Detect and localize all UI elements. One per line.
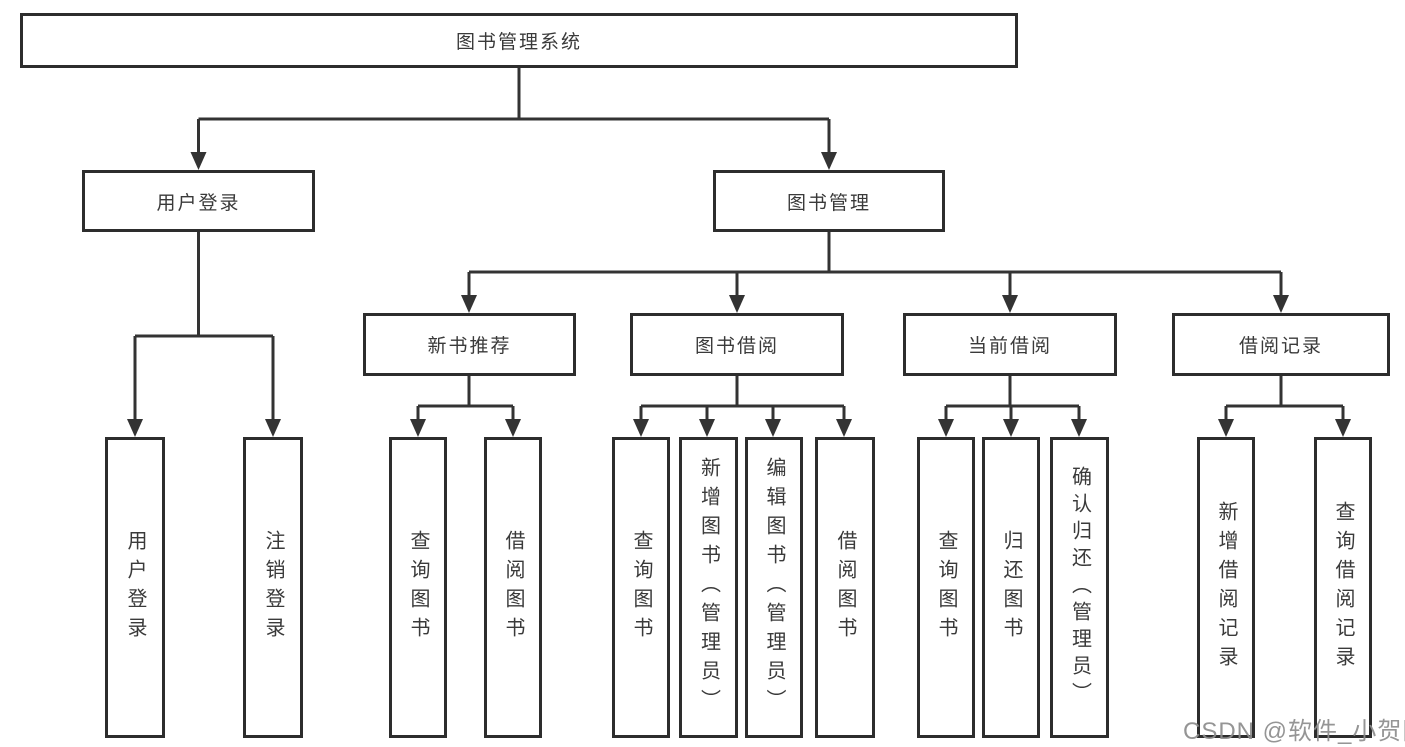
leaf-label: 注销登录 [262, 529, 284, 646]
node-book-borrowing: 图书借阅 [630, 313, 844, 376]
leaf-query-books-3: 查询图书 [917, 437, 975, 738]
leaf-label: 查询图书 [407, 529, 429, 646]
leaf-label: 用户登录 [124, 529, 146, 646]
node-book-management: 图书管理 [713, 170, 945, 232]
leaf-label: 归还图书 [1000, 529, 1022, 646]
leaf-return-books: 归还图书 [982, 437, 1040, 738]
leaf-label: 确认归还（管理员） [1068, 466, 1091, 709]
node-borrowing-records: 借阅记录 [1172, 313, 1390, 376]
leaf-add-book-admin: 新增图书（管理员） [679, 437, 738, 738]
leaf-user-login: 用户登录 [105, 437, 165, 738]
csdn-watermark: CSDN @软件_小贺同学 [1183, 718, 1405, 745]
leaf-query-borrow-record: 查询借阅记录 [1314, 437, 1372, 738]
leaf-edit-book-admin: 编辑图书（管理员） [745, 437, 803, 738]
leaf-label: 查询图书 [935, 529, 957, 646]
leaf-label: 借阅图书 [834, 529, 856, 646]
leaf-label: 新增借阅记录 [1215, 500, 1237, 675]
node-current-borrowing: 当前借阅 [903, 313, 1117, 376]
leaf-logout: 注销登录 [243, 437, 303, 738]
leaf-borrow-books-2: 借阅图书 [815, 437, 875, 738]
leaf-label: 查询图书 [630, 529, 652, 646]
node-new-book-recommendation: 新书推荐 [363, 313, 576, 376]
leaf-confirm-return-admin: 确认归还（管理员） [1050, 437, 1109, 738]
leaf-label: 新增图书（管理员） [697, 457, 720, 718]
node-user-login: 用户登录 [82, 170, 315, 232]
leaf-label: 借阅图书 [502, 529, 524, 646]
leaf-label: 编辑图书（管理员） [763, 457, 785, 718]
leaf-add-borrow-record: 新增借阅记录 [1197, 437, 1255, 738]
leaf-query-books-1: 查询图书 [389, 437, 447, 738]
leaf-borrow-books-1: 借阅图书 [484, 437, 542, 738]
node-root: 图书管理系统 [20, 13, 1018, 68]
leaf-label: 查询借阅记录 [1332, 500, 1354, 675]
leaf-query-books-2: 查询图书 [612, 437, 670, 738]
